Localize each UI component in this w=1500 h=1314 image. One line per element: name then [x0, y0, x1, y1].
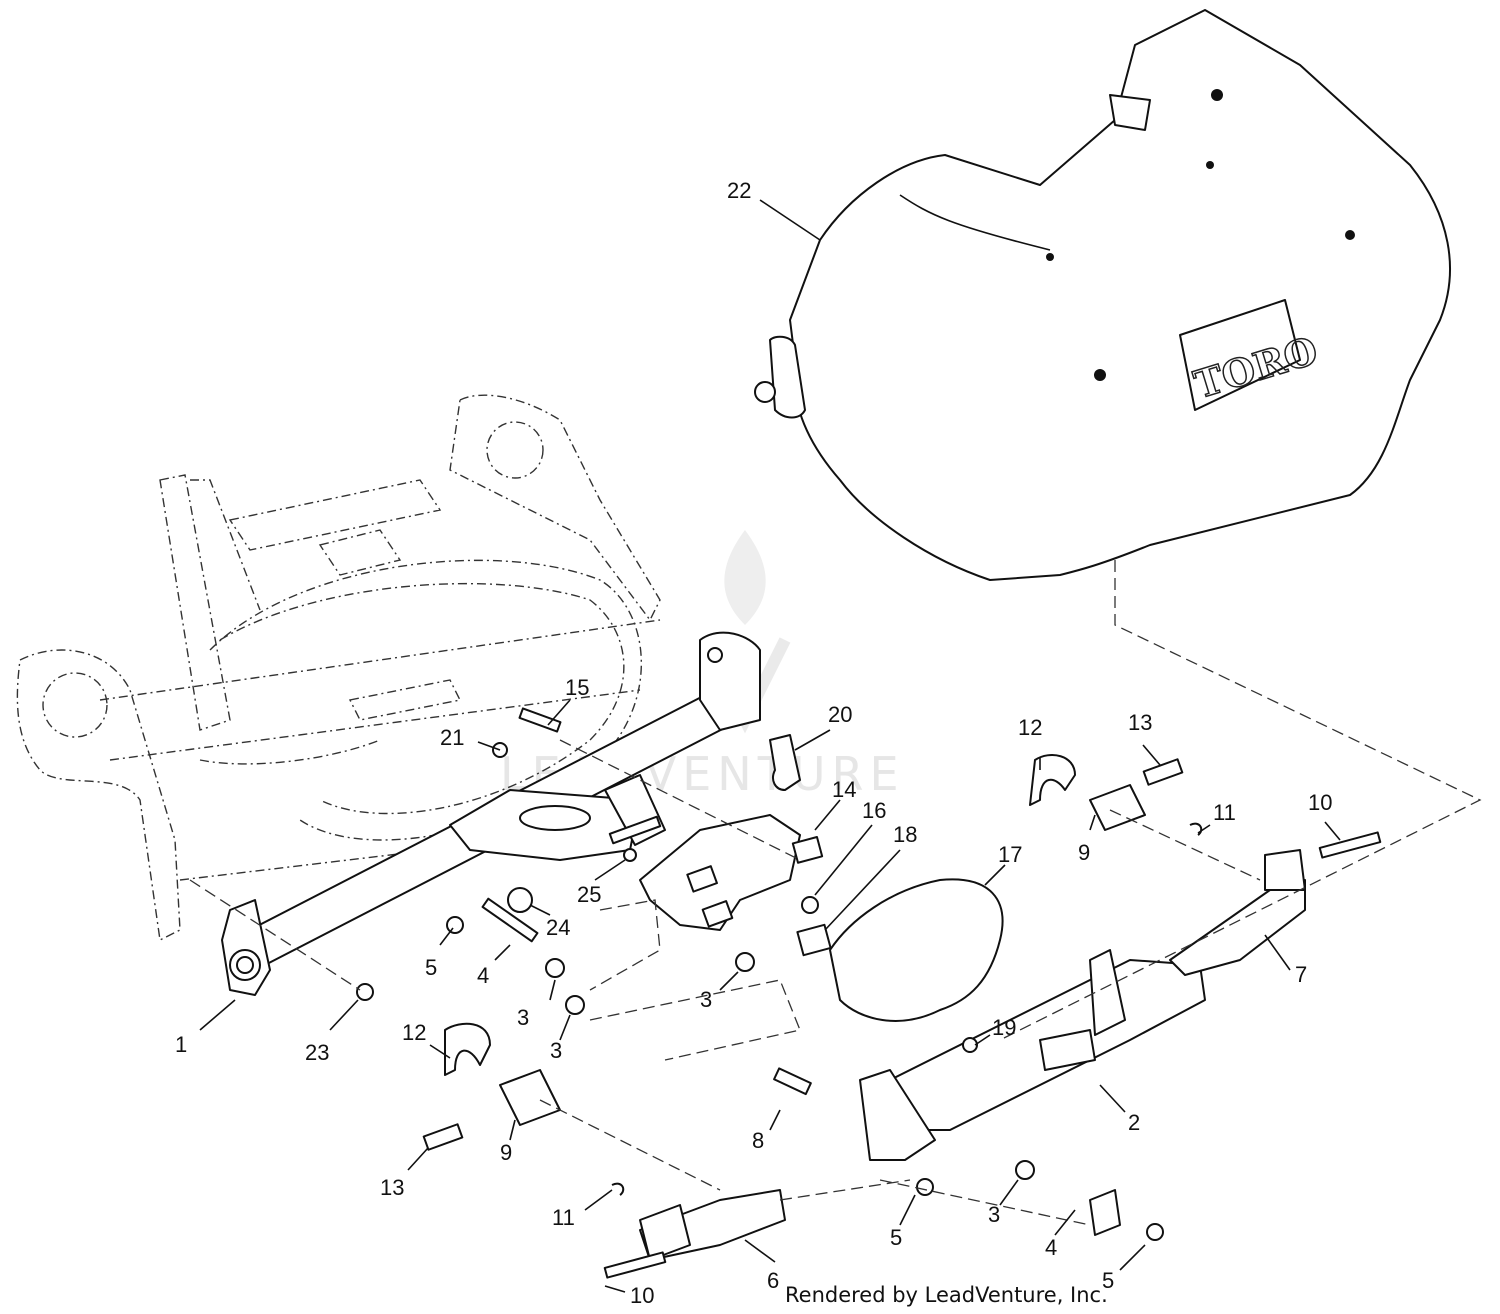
center-mount [449, 774, 666, 861]
counterweight [796, 878, 1004, 1022]
side-arm-right [1169, 849, 1306, 976]
callout-13-upper: 13 [1128, 710, 1152, 735]
callout-4-right: 4 [1045, 1235, 1057, 1260]
assembly-lines [189, 560, 1482, 1226]
side-arm-left [639, 1189, 786, 1261]
callout-2: 2 [1128, 1110, 1140, 1135]
callout-8: 8 [752, 1128, 764, 1153]
callout-24: 24 [546, 915, 570, 940]
callout-20: 20 [828, 702, 852, 727]
callout-9-upper: 9 [1078, 840, 1090, 865]
callout-22: 22 [727, 178, 751, 203]
hardware [356, 707, 1382, 1279]
leader-lines [199, 199, 1341, 1293]
callout-11-lower: 11 [552, 1205, 575, 1230]
callout-5-left: 5 [425, 955, 437, 980]
callout-5-mid: 5 [890, 1225, 902, 1250]
callout-7: 7 [1295, 962, 1307, 987]
callout-13-lower: 13 [380, 1175, 404, 1200]
callout-9-lower: 9 [500, 1140, 512, 1165]
pivot-arm [639, 814, 824, 931]
callout-3-b: 3 [550, 1038, 562, 1063]
callout-14: 14 [832, 777, 856, 802]
callout-16: 16 [862, 798, 886, 823]
callout-25: 25 [577, 882, 601, 907]
callout-10-lower: 10 [630, 1283, 654, 1308]
bearing-bracket [221, 899, 271, 996]
callout-5-right: 5 [1102, 1268, 1114, 1293]
callout-15: 15 [565, 675, 589, 700]
callout-17: 17 [998, 842, 1022, 867]
callout-12-upper: 12 [1018, 715, 1042, 740]
render-credit: Rendered by LeadVenture, Inc. [785, 1283, 1108, 1307]
callout-18: 18 [893, 822, 917, 847]
callout-3-c: 3 [700, 987, 712, 1012]
callout-labels: 22 15 20 21 14 16 18 17 12 13 11 10 9 7 … [175, 178, 1332, 1308]
callout-3-d: 3 [988, 1202, 1000, 1227]
callout-1: 1 [175, 1032, 187, 1057]
callout-4-left: 4 [477, 963, 489, 988]
reel-cover: TORO [754, 9, 1451, 581]
callout-11-upper: 11 [1213, 800, 1236, 825]
main-yoke [859, 949, 1206, 1161]
callout-6: 6 [767, 1268, 779, 1293]
callout-3-a: 3 [517, 1005, 529, 1030]
callout-19: 19 [992, 1015, 1016, 1040]
callout-21: 21 [440, 725, 464, 750]
callout-23: 23 [305, 1040, 329, 1065]
callout-10-upper: 10 [1308, 790, 1332, 815]
callout-12-lower: 12 [402, 1020, 426, 1045]
